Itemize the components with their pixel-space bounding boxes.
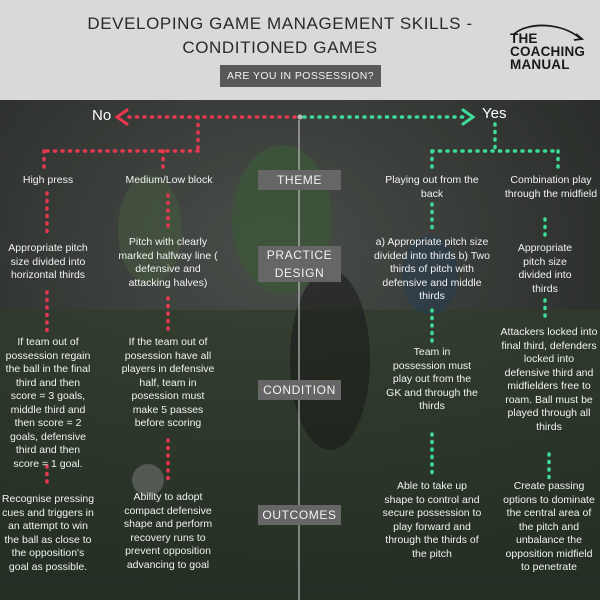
combination-play-practice: Appropriate pitch size divided into thir… xyxy=(517,242,573,295)
header: DEVELOPING GAME MANAGEMENT SKILLS - COND… xyxy=(0,0,600,100)
logo-line-1: THE xyxy=(510,31,538,46)
playing-out-practice: a) Appropriate pitch size divided into t… xyxy=(374,236,490,302)
logo-line-2: COACHING xyxy=(510,44,586,59)
logo-swoosh-icon xyxy=(513,24,585,41)
high-press-practice: Appropriate pitch size divided into hori… xyxy=(8,242,88,281)
playing-out-theme: Playing out from the back xyxy=(385,174,479,200)
yes-label: Yes xyxy=(482,105,507,122)
playing-out-outcome: Able to take up shape to control and sec… xyxy=(382,480,482,560)
condition-label: CONDITION xyxy=(258,380,341,400)
medium-low-block-theme: Medium/Low block xyxy=(125,174,213,186)
combination-play-theme: Combination play through the midfield xyxy=(504,174,598,200)
outcomes-label: OUTCOMES xyxy=(258,505,341,525)
yes-branch-lines xyxy=(302,115,560,483)
practice-design-label: PRACTICE DESIGN xyxy=(258,246,341,282)
no-arrow-icon xyxy=(114,108,129,126)
high-press-outcome: Recognise pressing cues and triggers in … xyxy=(1,493,95,573)
logo-line-3: MANUAL xyxy=(510,57,570,72)
combination-play-outcome: Create passing options to dominate the c… xyxy=(503,480,595,573)
high-press-condition: If team out of possession regain the bal… xyxy=(5,336,91,470)
practice-design-label-line-1: PRACTICE xyxy=(266,248,333,262)
medium-low-block-condition: If the team out of posession have all pl… xyxy=(121,336,215,429)
medium-low-block-practice: Pitch with clearly marked halfway line (… xyxy=(118,236,218,289)
yes-arrow-icon xyxy=(461,108,476,126)
practice-design-label-line-2: DESIGN xyxy=(274,266,325,280)
high-press-theme: High press xyxy=(22,174,74,186)
combination-play-condition: Attackers locked into final third, defen… xyxy=(500,326,598,433)
no-label: No xyxy=(92,107,112,124)
logo: THE COACHING MANUAL xyxy=(510,24,596,84)
no-branch-lines xyxy=(42,115,297,488)
title-line-2: CONDITIONED GAMES xyxy=(182,38,378,57)
medium-low-block-outcome: Ability to adopt compact defensive shape… xyxy=(123,491,213,571)
question-box: ARE YOU IN POSSESSION? xyxy=(220,65,381,87)
title-line-1: DEVELOPING GAME MANAGEMENT SKILLS - xyxy=(87,14,473,33)
playing-out-condition: Team in possession must play out from th… xyxy=(386,346,478,412)
theme-label: THEME xyxy=(258,170,341,190)
